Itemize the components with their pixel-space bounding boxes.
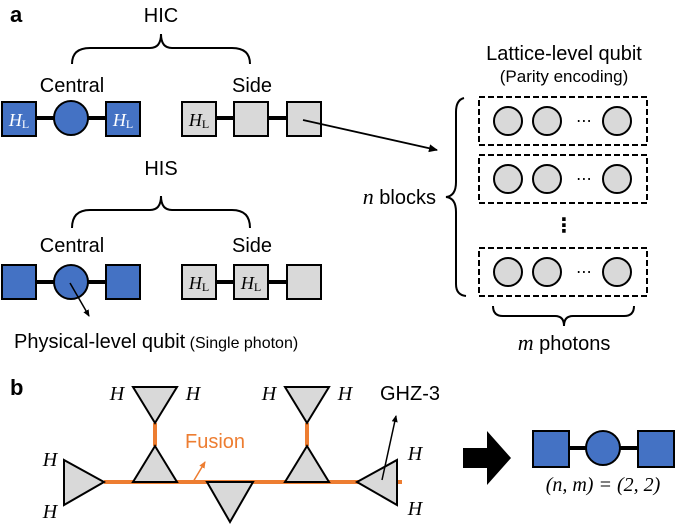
ghz-triangle-top-1 xyxy=(131,386,179,425)
hl-label: HL xyxy=(112,110,133,131)
ghz-arrow xyxy=(381,415,398,481)
photon xyxy=(532,257,562,287)
result-arrow-icon xyxy=(463,431,511,485)
lattice-title: Lattice-level qubit xyxy=(486,43,642,65)
h-label: H xyxy=(337,383,354,405)
m-photons-brace xyxy=(492,305,635,327)
panel-a-label: a xyxy=(10,2,23,27)
his-brace xyxy=(71,195,251,229)
photon xyxy=(532,164,562,194)
ghz-triangle-left xyxy=(63,458,107,507)
fusion-arrow xyxy=(192,461,206,483)
ghz-triangle-bottom xyxy=(205,481,255,525)
h-label: H xyxy=(185,383,202,405)
his-central-node-2 xyxy=(53,264,89,300)
his-title: HIS xyxy=(144,158,177,180)
his-side-node-2 xyxy=(233,264,269,300)
physical-qubit-arrow xyxy=(69,282,90,317)
his-central-label: Central xyxy=(40,235,104,257)
his-side-node-3 xyxy=(286,264,322,300)
physical-qubit-label: Physical-level qubit (Single photon) xyxy=(14,331,298,353)
his-side-node-1 xyxy=(181,264,217,300)
hl-label: HL xyxy=(240,273,261,294)
result-chain xyxy=(532,430,675,468)
photon xyxy=(493,164,523,194)
ghz-triangle-top-2 xyxy=(283,386,331,425)
his-central-node-3 xyxy=(105,264,141,300)
his-central-chain xyxy=(1,264,141,317)
his-side-label: Side xyxy=(232,235,272,257)
lattice-arrow xyxy=(302,119,438,153)
photon xyxy=(493,106,523,136)
hic-side-label: Side xyxy=(232,75,272,97)
m-photons-label: m photons xyxy=(518,330,611,355)
hic-side-chain: HL xyxy=(181,101,322,137)
h-label: H xyxy=(109,383,126,405)
his-central-node-1 xyxy=(1,264,37,300)
hic-side-node-1 xyxy=(181,101,217,137)
hic-title: HIC xyxy=(144,5,178,27)
result-node-2 xyxy=(585,430,621,466)
h-label: H xyxy=(407,498,424,520)
lattice-block: ⋯ xyxy=(478,96,648,146)
hic-central-node-2 xyxy=(53,100,89,136)
h-label: H xyxy=(407,443,424,465)
lattice-block: ⋯ xyxy=(478,247,648,297)
ellipsis: ⋯ xyxy=(576,171,592,188)
lattice-block: ⋯ xyxy=(478,154,648,204)
photon xyxy=(602,106,632,136)
photon xyxy=(602,257,632,287)
n-blocks-label: n blocks xyxy=(363,184,436,209)
hl-label: HL xyxy=(188,273,209,294)
fusion-label: Fusion xyxy=(185,431,245,453)
hic-central-node-1 xyxy=(1,101,37,137)
panel-b-label: b xyxy=(10,375,23,400)
h-label: H xyxy=(42,501,59,523)
his-side-chain: HL HL xyxy=(181,264,322,300)
ghz-label: GHZ-3 xyxy=(380,383,440,405)
photon xyxy=(602,164,632,194)
vertical-ellipsis: ⋮ xyxy=(554,215,574,237)
ellipsis: ⋯ xyxy=(576,264,592,281)
hl-label: HL xyxy=(8,110,29,131)
ghz-triangle-right xyxy=(354,458,398,507)
lattice-subtitle: (Parity encoding) xyxy=(500,67,629,86)
photon xyxy=(493,257,523,287)
hic-central-label: Central xyxy=(40,75,104,97)
result-node-1 xyxy=(532,430,570,468)
ghz-triangle-mid-2 xyxy=(283,444,331,483)
h-label: H xyxy=(42,449,59,471)
result-node-3 xyxy=(637,430,675,468)
h-label: H xyxy=(261,383,278,405)
hic-brace xyxy=(71,33,251,65)
hl-label: HL xyxy=(188,110,209,131)
hic-central-chain: HL HL xyxy=(1,100,141,137)
hic-side-node-3 xyxy=(286,101,322,137)
ghz-triangle-mid-1 xyxy=(131,444,179,483)
hic-side-node-2 xyxy=(233,101,269,137)
ellipsis: ⋯ xyxy=(576,113,592,130)
hic-central-node-3 xyxy=(105,101,141,137)
result-label: (n, m) = (2, 2) xyxy=(546,474,661,496)
photon xyxy=(532,106,562,136)
n-blocks-brace xyxy=(445,97,467,297)
